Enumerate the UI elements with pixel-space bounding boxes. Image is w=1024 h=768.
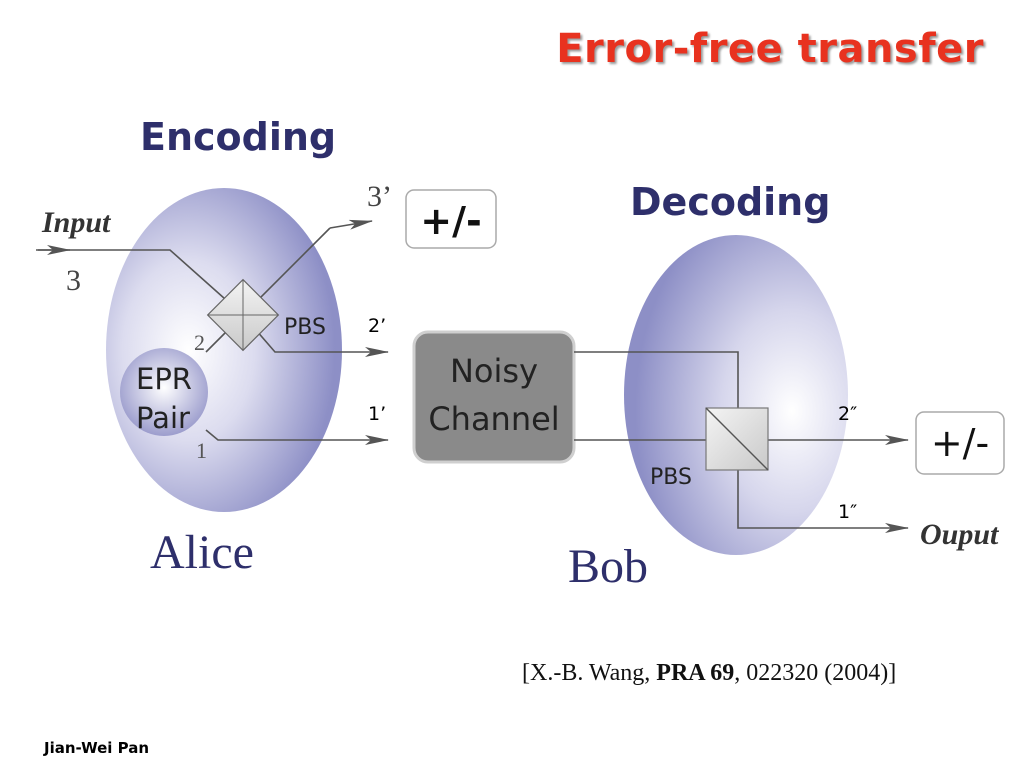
epr-port1-label: 1 [196, 438, 207, 463]
noisy-channel-box [412, 330, 576, 464]
alice-sign-box-text: +/- [420, 199, 482, 243]
path-from-epr-port1 [205, 429, 389, 445]
epr-label-line2: Pair [136, 401, 190, 435]
alice-pbs [206, 278, 280, 352]
lower-channel-label: 1’ [368, 403, 386, 425]
alice-name: Alice [150, 526, 254, 579]
citation-journal: PRA 69 [656, 660, 735, 686]
citation: [X.-B. Wang, PRA 69, 022320 (2004)] [522, 660, 896, 687]
alice-ellipse [106, 188, 342, 512]
slide-title: Error-free transfer [556, 26, 984, 72]
output-label: Ouput [920, 518, 1000, 551]
noisy-channel-line1: Noisy [450, 352, 538, 390]
input-label: Input [41, 206, 112, 239]
decoding-heading: Decoding [630, 180, 830, 224]
epr-pair-circle [120, 348, 208, 436]
citation-prefix: [X.-B. Wang, [522, 660, 657, 686]
bob-pbs [705, 407, 769, 471]
noisy-channel-line2: Channel [428, 400, 559, 438]
bob-name: Bob [568, 540, 648, 593]
alice-output-arrow-3prime [329, 219, 373, 230]
alice-sign-box [405, 189, 497, 249]
epr-label-line1: EPR [136, 362, 192, 396]
author-name: Jian-Wei Pan [44, 739, 150, 757]
output-port-3prime-label: 3’ [367, 180, 392, 213]
bob-ellipse [624, 235, 848, 555]
bob-pbs-label: PBS [650, 465, 692, 490]
bob-upper-out-label: 2″ [838, 403, 857, 425]
bob-lower-out-label: 1″ [838, 501, 857, 523]
input-port-label: 3 [66, 264, 81, 297]
input-path [38, 249, 244, 316]
citation-suffix: , 022320 (2004)] [734, 660, 897, 686]
bob-sign-box-text: +/- [931, 421, 989, 465]
upper-channel-label: 2’ [368, 315, 386, 337]
encoding-heading: Encoding [140, 115, 336, 159]
alice-pbs-label: PBS [284, 315, 326, 340]
bob-sign-box [915, 411, 1005, 475]
epr-port2-label: 2 [194, 330, 205, 355]
